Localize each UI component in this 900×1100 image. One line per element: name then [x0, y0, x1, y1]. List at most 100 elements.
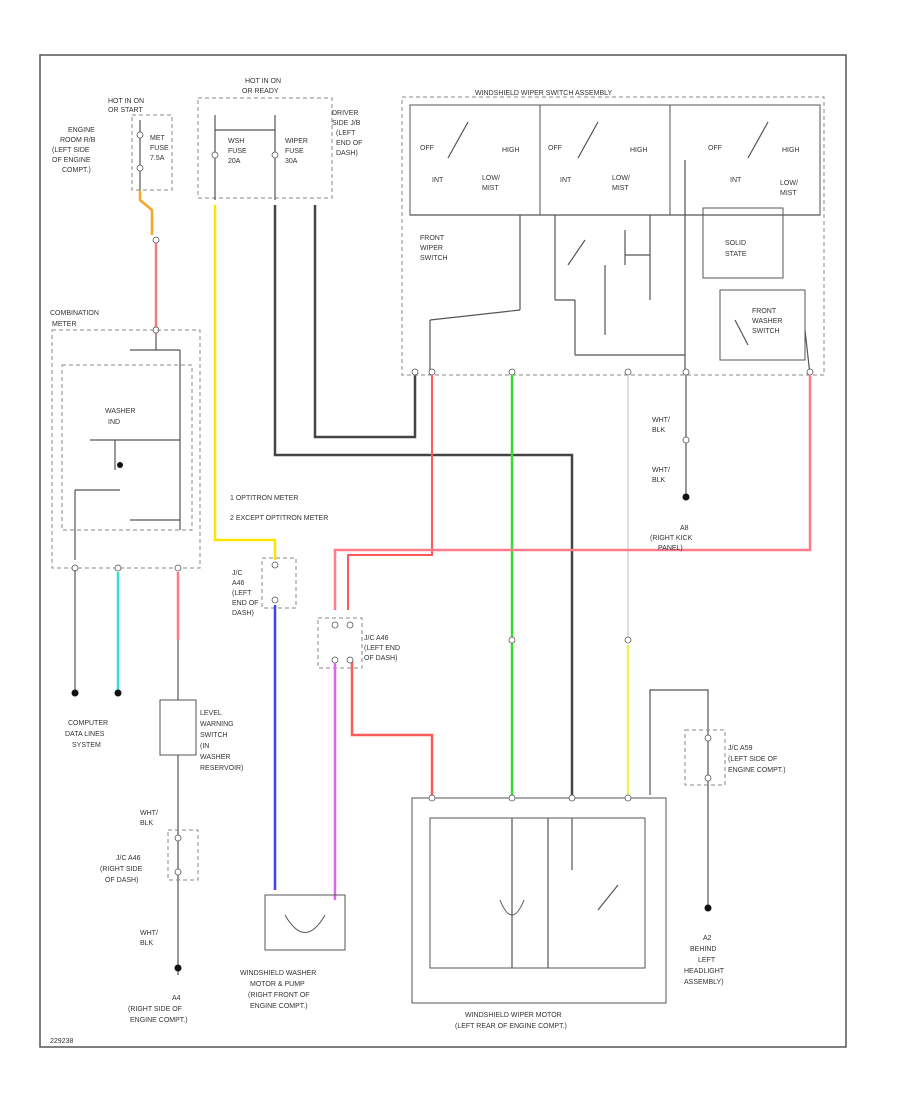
wiper-motor-box [411, 797, 667, 1004]
hot-in-on-label: HOT IN ON [108, 98, 144, 105]
washer-switch-blade [734, 319, 749, 346]
jc-right-side-label-1: J/C A46 [116, 855, 141, 862]
pin [211, 151, 219, 159]
washer-switch-lead [804, 329, 811, 376]
jc-left-end-label-1: J/C [232, 570, 243, 577]
jc-left-end-label-5: DASH) [232, 610, 254, 617]
engine-room-label-1: ENGINE [68, 127, 95, 134]
pin [682, 436, 690, 444]
washer-motor-label-3: (RIGHT FRONT OF [248, 992, 310, 999]
wsh-fuse-label-1: WSH [228, 138, 244, 145]
met-fuse-terminal-top [136, 131, 144, 139]
washer-ind-label-1: WASHER [105, 408, 135, 415]
front-washer-switch-box [719, 289, 806, 361]
a8-label-2: (RIGHT KICK [650, 535, 693, 542]
ground-a8-symbol [682, 493, 690, 501]
pin [114, 564, 122, 572]
off-label-2: OFF [548, 145, 562, 152]
level-warning-switch-box [159, 699, 197, 756]
pin [682, 368, 690, 376]
pin [174, 834, 182, 842]
yellow-wire [213, 205, 277, 560]
or-ready-label: OR READY [242, 88, 279, 95]
ground-symbol [71, 689, 79, 697]
front-wiper-switch-label-3: SWITCH [420, 255, 448, 262]
int-label-1: INT [432, 177, 444, 184]
or-start-label: OR START [108, 107, 143, 114]
pin [174, 564, 182, 572]
solid-state-label-1: SOLID [725, 240, 746, 247]
diagram-frame [39, 54, 847, 1048]
wiper-fuse-label-1: WIPER [285, 138, 308, 145]
jc-left-end-label-2: A46 [232, 580, 245, 587]
wiper-motor-switch-blade [597, 884, 619, 911]
level-warning-label-4: (IN [200, 743, 209, 750]
computer-data-label-1: COMPUTER [68, 720, 108, 727]
level-warning-label-6: RESERVOIR) [200, 765, 243, 772]
driver-jb-label-2: SIDE J/B [332, 120, 361, 127]
off-label-3: OFF [708, 145, 722, 152]
solid-state-label-2: STATE [725, 251, 747, 258]
level-warning-label-2: WARNING [200, 721, 234, 728]
pin [624, 794, 632, 802]
ground-a4-symbol [174, 964, 182, 972]
wiper-motor-ground-wire [649, 689, 709, 905]
low-mist-label-3a: LOW/ [780, 180, 798, 187]
driver-jb-label-3: (LEFT [336, 130, 356, 137]
pin [508, 368, 516, 376]
level-warning-label-5: WASHER [200, 754, 230, 761]
data-line-terminal [114, 689, 122, 697]
washer-motor-box [264, 894, 346, 951]
pin [174, 868, 182, 876]
black-wire-wiper-switch [313, 205, 417, 439]
level-warning-label-1: LEVEL [200, 710, 222, 717]
driver-jb-label-1: DRIVER [332, 110, 358, 117]
jc-left-end2-label-2: (LEFT END [364, 645, 400, 652]
engine-room-label-2: ROOM R/B [60, 137, 96, 144]
pin [806, 368, 814, 376]
low-mist-label-2a: LOW/ [612, 175, 630, 182]
pin [508, 636, 516, 644]
high-label-1: HIGH [502, 147, 520, 154]
washer-motor-label-2: MOTOR & PUMP [250, 981, 305, 988]
meter-transistor-dot [117, 462, 123, 468]
pin [411, 368, 419, 376]
red-wire-switch-jc [347, 375, 433, 610]
front-washer-switch-label-2: WASHER [752, 318, 782, 325]
jc-left-end2-label-1: J/C A46 [364, 635, 389, 642]
level-warning-label-3: SWITCH [200, 732, 228, 739]
a2-label-4: HEADLIGHT [684, 968, 725, 975]
pin [346, 656, 354, 664]
wiper-motor-inner [429, 817, 646, 969]
pin [428, 368, 436, 376]
engine-room-label-5: COMPT.) [62, 167, 91, 174]
pin [624, 636, 632, 644]
pin [568, 794, 576, 802]
met-fuse-terminal-bottom [136, 164, 144, 172]
low-mist-label-2b: MIST [612, 185, 629, 192]
jc-engine-label-1: J/C A59 [728, 745, 753, 752]
a4-label-1: A4 [172, 995, 181, 1002]
hot-in-on-label-2: HOT IN ON [245, 78, 281, 85]
a2-label-5: ASSEMBLY) [684, 979, 724, 986]
int-label-2: INT [560, 177, 572, 184]
pin [271, 151, 279, 159]
driver-jb-label-4: END OF [336, 140, 362, 147]
pin [271, 561, 279, 569]
combination-meter-outline [51, 329, 201, 569]
engine-room-box-outline [131, 114, 173, 191]
washer-motor-label-1: WINDSHIELD WASHER [240, 970, 316, 977]
switch-blade-1 [447, 121, 469, 159]
a8-label-1: A8 [680, 525, 689, 532]
wht-blk-label-d2: BLK [140, 940, 154, 947]
jc-engine-label-3: ENGINE COMPT.) [728, 767, 786, 774]
high-label-3: HIGH [782, 147, 800, 154]
high-label-2: HIGH [630, 147, 648, 154]
pin [331, 656, 339, 664]
pin [271, 596, 279, 604]
switch-blade-3 [747, 121, 769, 159]
wiper-switch-section-3 [669, 104, 821, 216]
front-washer-switch-label-1: FRONT [752, 308, 777, 315]
